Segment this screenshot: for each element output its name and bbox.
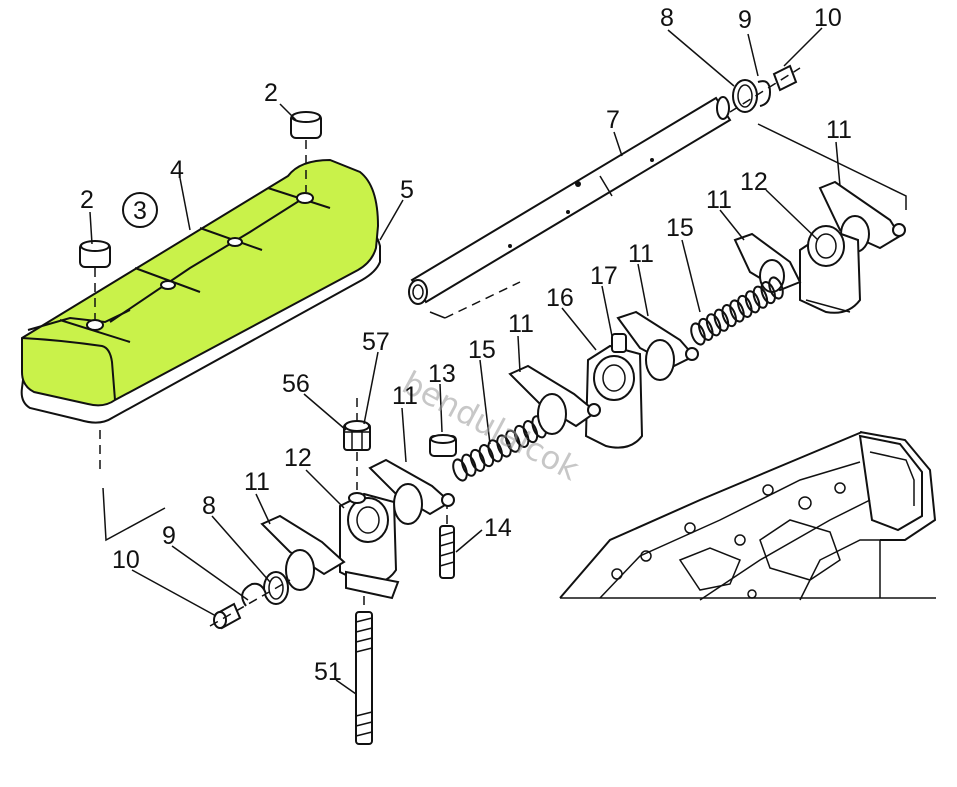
shaft-groove — [599, 175, 613, 197]
spring-coil — [452, 458, 468, 482]
pedestal-pin — [611, 333, 627, 353]
label-8bot: 8 — [202, 492, 216, 520]
spring-coil — [469, 448, 486, 472]
cover-nut-left — [79, 240, 111, 268]
spring-coil — [513, 424, 530, 448]
shaft-oil-hole — [566, 210, 570, 214]
label-14: 14 — [484, 514, 512, 542]
cylinder-head — [559, 431, 937, 601]
label-11c: 11 — [628, 240, 654, 268]
label-16: 16 — [546, 284, 574, 312]
spring-coil — [705, 313, 722, 337]
label-2a: 2 — [264, 79, 278, 107]
label-11e: 11 — [392, 382, 418, 410]
cover-stud-hole — [160, 280, 176, 290]
label-13: 13 — [428, 360, 456, 388]
spring-coil — [690, 322, 706, 346]
label-9bot: 9 — [162, 522, 176, 550]
washer-top — [732, 79, 758, 113]
adjusting-screw — [439, 525, 455, 579]
circlip-top — [757, 80, 772, 107]
label-10bot: 10 — [112, 546, 140, 574]
rocker-arm — [508, 364, 601, 435]
shaft-oil-hole — [650, 158, 654, 162]
cover-nut-right — [290, 111, 322, 139]
label-15a: 15 — [666, 214, 694, 242]
rocker-arm — [616, 310, 699, 381]
spring-coil — [729, 299, 745, 323]
label-4: 4 — [170, 156, 184, 184]
rocker-arm — [733, 232, 802, 293]
spring-coil — [721, 304, 737, 328]
coil-spring — [690, 276, 784, 346]
label-11a: 11 — [826, 116, 852, 144]
label-10top: 10 — [814, 4, 842, 32]
spring-coil — [713, 308, 730, 332]
spring-coil — [768, 276, 784, 300]
label-51: 51 — [314, 658, 342, 686]
stud — [355, 611, 373, 745]
label-9top: 9 — [738, 6, 752, 34]
cover-stud-hole — [86, 319, 104, 331]
label-12a: 12 — [740, 168, 768, 196]
spring-coil — [478, 444, 495, 468]
spring-coil — [505, 429, 521, 453]
spring-coil — [487, 439, 503, 463]
label-57: 57 — [362, 328, 390, 356]
part-labels: 2 2 4 5 7 8 9 10 11 12 11 15 11 17 16 11… — [80, 4, 852, 686]
cover-stud-hole — [227, 237, 243, 247]
spring-coil — [744, 290, 761, 314]
label-7: 7 — [606, 106, 620, 134]
castle-nut — [343, 420, 371, 451]
rocker-pedestal — [584, 333, 644, 449]
rocker-shaft — [408, 96, 732, 305]
rocker-nut — [429, 434, 457, 457]
callout-circle — [122, 192, 158, 228]
spring-coil — [461, 453, 477, 477]
circlip-bottom — [241, 582, 267, 607]
spring-coil — [698, 317, 714, 341]
spring-coil — [752, 285, 769, 309]
label-11d: 11 — [508, 310, 534, 338]
spring-coil — [760, 281, 776, 305]
cover-ridge — [109, 193, 311, 323]
assembly-bracket-right — [757, 123, 907, 210]
label-11b: 11 — [706, 186, 732, 214]
rocker-arm — [260, 514, 346, 591]
leader-lines — [89, 27, 841, 695]
spring-coil — [737, 294, 753, 318]
plug-axis-top — [729, 67, 801, 113]
cover-front-edge — [21, 337, 116, 401]
plug-axis-bottom — [209, 579, 291, 627]
label-11f: 11 — [244, 468, 270, 496]
cover-rib — [134, 267, 201, 293]
cover-stud-hole — [296, 192, 314, 204]
shaft-oil-hole — [575, 181, 581, 187]
cover-body — [21, 158, 380, 407]
rocker-pedestal — [339, 492, 400, 600]
label-2b: 2 — [80, 186, 94, 214]
valve-cover — [20, 158, 381, 424]
label-12b: 12 — [284, 444, 312, 472]
shaft-bracket-line — [429, 311, 446, 319]
spring-coil — [522, 420, 539, 444]
spring-coil — [496, 434, 512, 458]
label-56: 56 — [282, 370, 310, 398]
label-8top: 8 — [660, 4, 674, 32]
label-5: 5 — [400, 176, 414, 204]
rocker-pedestal — [799, 225, 862, 314]
label-15b: 15 — [468, 336, 496, 364]
assembly-bracket-left — [102, 487, 166, 542]
callout-circle-label: 3 — [133, 197, 147, 225]
label-17: 17 — [590, 262, 618, 290]
shaft-oil-hole — [508, 244, 512, 248]
rocker-arm — [368, 458, 455, 525]
